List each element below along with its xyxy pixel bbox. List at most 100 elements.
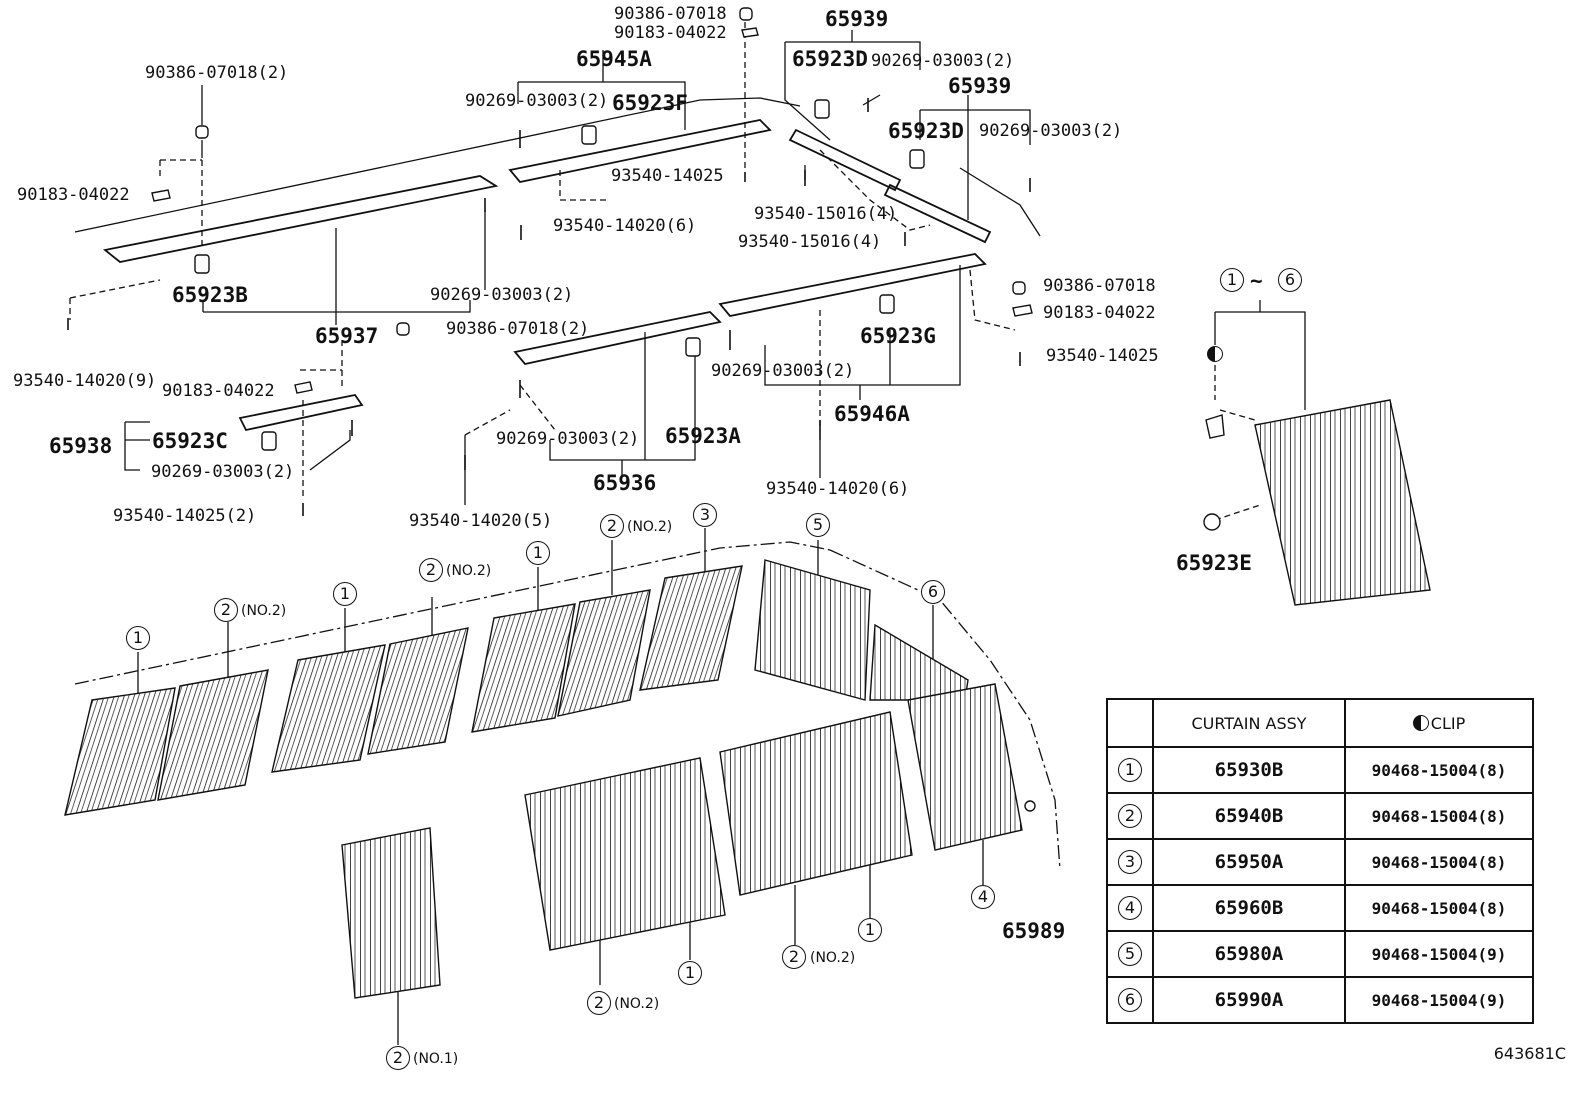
curtain-part-cell: 65980A: [1152, 930, 1346, 978]
part-number-label: 90269-03003(2): [496, 429, 640, 449]
part-number-label: 65937: [315, 324, 379, 348]
part-number-label: 90386-07018: [614, 4, 727, 24]
table-row: 4 65960B 90468-15004(8): [1106, 884, 1534, 932]
callout-1: 1: [858, 918, 882, 942]
part-number-label: 90386-07018(2): [446, 319, 590, 339]
table-header-blank: [1106, 698, 1154, 748]
curtain-part-cell: 65950A: [1152, 838, 1346, 886]
callout-suffix: (NO.2): [627, 519, 673, 535]
part-number-label: 90269-03003(2): [871, 51, 1015, 71]
callout-suffix: (NO.1): [413, 1051, 459, 1067]
curtain-parts-table: CURTAIN ASSY CLIP 1 65930B 90468-15004(8…: [1106, 698, 1534, 1024]
row-number: 1: [1118, 758, 1142, 782]
row-number: 5: [1118, 942, 1142, 966]
table-row: 2 65940B 90468-15004(8): [1106, 792, 1534, 840]
table-row: 1 65930B 90468-15004(8): [1106, 746, 1534, 794]
callout-6: 6: [921, 580, 945, 604]
part-number-label: 65923E: [1176, 551, 1252, 575]
callout-range-start: 1: [1220, 268, 1244, 292]
part-number-label: 65923G: [860, 324, 936, 348]
part-number-label: 65945A: [576, 47, 652, 71]
part-number-label: 90269-03003(2): [430, 285, 574, 305]
clip-part-cell: 90468-15004(8): [1344, 746, 1534, 794]
row-number: 6: [1118, 988, 1142, 1012]
part-number-label: 90269-03003(2): [465, 91, 609, 111]
row-number-cell: 1: [1106, 746, 1154, 794]
callout-suffix: (NO.2): [241, 603, 287, 619]
part-number-label: 93540-14025(2): [113, 506, 257, 526]
part-number-label: 90269-03003(2): [979, 121, 1123, 141]
half-filled-circle-clip-icon: [1207, 346, 1223, 362]
part-number-label: 90183-04022: [162, 381, 275, 401]
row-number-cell: 6: [1106, 976, 1154, 1024]
row-number: 3: [1118, 850, 1142, 874]
part-number-label: 65938: [49, 434, 113, 458]
callout-suffix: (NO.2): [810, 950, 856, 966]
clip-part-cell: 90468-15004(8): [1344, 838, 1534, 886]
part-number-label: 65936: [593, 471, 657, 495]
clip-part-cell: 90468-15004(9): [1344, 930, 1534, 978]
callout-1: 1: [678, 961, 702, 985]
callout-5: 5: [806, 513, 830, 537]
table-row: 3 65950A 90468-15004(8): [1106, 838, 1534, 886]
table-row: 5 65980A 90468-15004(9): [1106, 930, 1534, 978]
part-number-label: 90183-04022: [1043, 303, 1156, 323]
callout-1: 1: [526, 541, 550, 565]
part-number-label: 65923A: [665, 424, 741, 448]
part-number-label: 65989: [1002, 919, 1066, 943]
callout-2: 2: [600, 514, 624, 538]
part-number-label: 93540-14020(6): [553, 216, 697, 236]
curtain-part-cell: 65930B: [1152, 746, 1346, 794]
reference-code: 643681C: [1493, 1044, 1566, 1063]
callout-2: 2: [782, 945, 806, 969]
callout-range-end: 6: [1278, 268, 1302, 292]
half-filled-circle-clip-icon: [1412, 714, 1429, 731]
part-number-label: 65923B: [172, 283, 248, 307]
part-number-label: 65923C: [152, 429, 228, 453]
callout-3: 3: [693, 503, 717, 527]
part-number-label: 90386-07018: [1043, 276, 1156, 296]
curtain-part-cell: 65990A: [1152, 976, 1346, 1024]
part-number-label: 90183-04022: [17, 185, 130, 205]
callout-2: 2: [419, 558, 443, 582]
row-number: 4: [1118, 896, 1142, 920]
callout-1: 1: [333, 582, 357, 606]
part-number-label: 93540-14020(6): [766, 479, 910, 499]
callout-2: 2: [214, 598, 238, 622]
part-number-label: 65939: [948, 74, 1012, 98]
part-number-label: 65923F: [612, 91, 688, 115]
curtain-part-cell: 65960B: [1152, 884, 1346, 932]
part-number-label: 93540-15016(4): [754, 204, 898, 224]
callout-2: 2: [386, 1046, 410, 1070]
clip-part-cell: 90468-15004(8): [1344, 884, 1534, 932]
table-row: 6 65990A 90468-15004(9): [1106, 976, 1534, 1024]
part-number-label: 90269-03003(2): [151, 462, 295, 482]
part-number-label: 65923D: [888, 119, 964, 143]
part-number-label: 90183-04022: [614, 23, 727, 43]
part-number-label: 93540-14020(9): [13, 371, 157, 391]
part-number-label: 90269-03003(2): [711, 361, 855, 381]
part-number-label: 90386-07018(2): [145, 63, 289, 83]
part-number-label: 65946A: [834, 402, 910, 426]
part-number-label: 65939: [825, 7, 889, 31]
table-header-row: CURTAIN ASSY CLIP: [1106, 698, 1534, 748]
callout-suffix: (NO.2): [614, 996, 660, 1012]
row-number-cell: 2: [1106, 792, 1154, 840]
curtain-part-cell: 65940B: [1152, 792, 1346, 840]
clip-part-cell: 90468-15004(9): [1344, 976, 1534, 1024]
part-number-label: 65923D: [792, 47, 868, 71]
row-number: 2: [1118, 804, 1142, 828]
range-tilde: ~: [1250, 269, 1263, 293]
row-number-cell: 3: [1106, 838, 1154, 886]
table-header-clip: CLIP: [1344, 698, 1534, 748]
row-number-cell: 4: [1106, 884, 1154, 932]
part-number-label: 93540-14020(5): [409, 511, 553, 531]
callout-4: 4: [971, 885, 995, 909]
part-number-label: 93540-14025: [1046, 346, 1159, 366]
callout-suffix: (NO.2): [446, 563, 492, 579]
part-number-label: 93540-15016(4): [738, 232, 882, 252]
clip-part-cell: 90468-15004(8): [1344, 792, 1534, 840]
row-number-cell: 5: [1106, 930, 1154, 978]
part-number-label: 93540-14025: [611, 166, 724, 186]
